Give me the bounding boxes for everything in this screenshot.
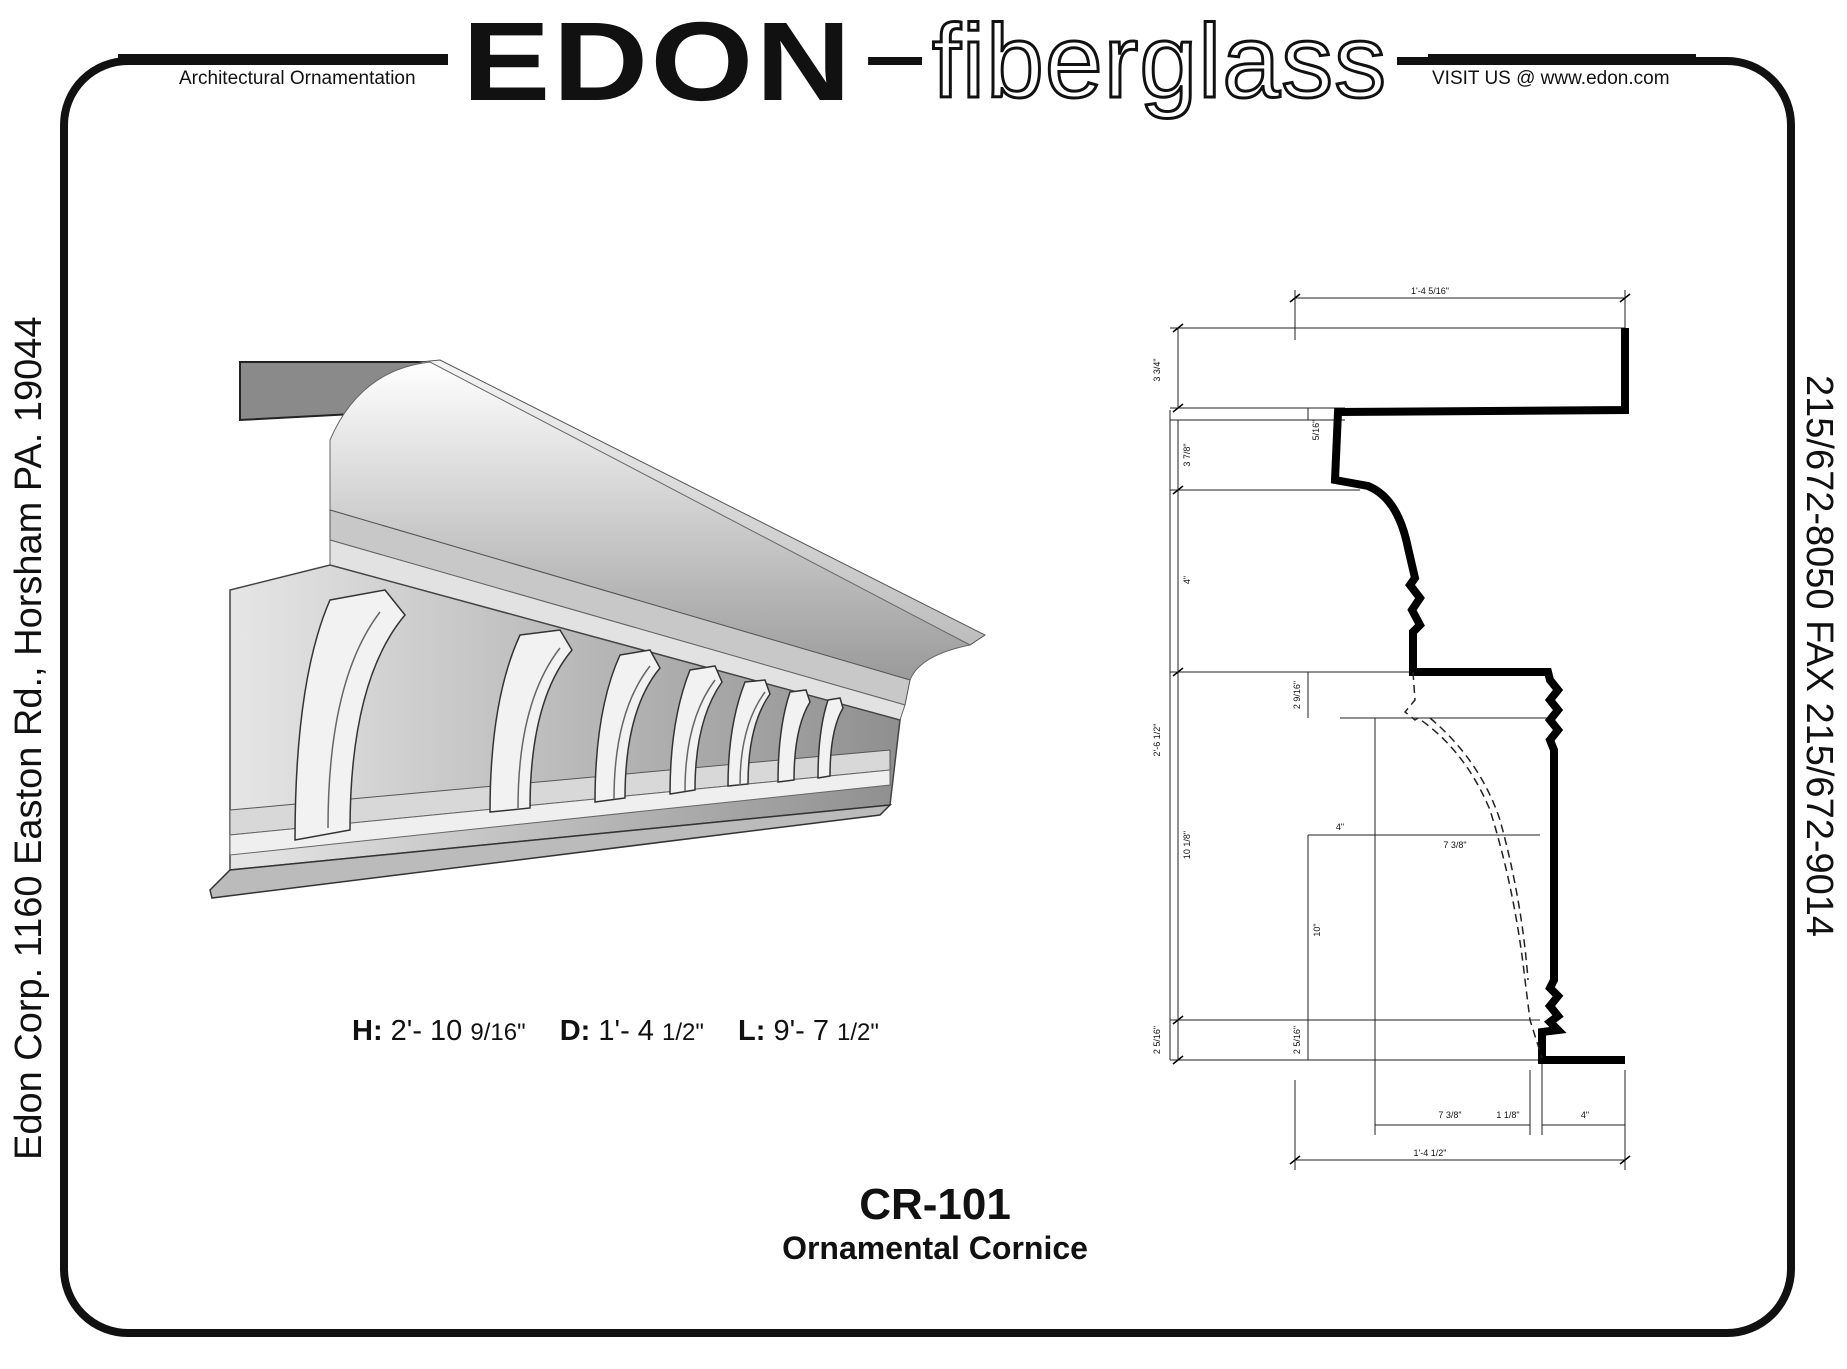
dim-label: 2 5/16" [1152, 1026, 1162, 1054]
depth-fraction: 1/2" [661, 1019, 704, 1046]
height-fraction: 9/16" [470, 1019, 526, 1046]
cornice-profile-drawing: 1'-4 5/16" 1'-4 1/2" 2'-6 1/2" 3 3/4" 3 … [1152, 286, 1631, 1170]
dim-label: 4" [1182, 576, 1192, 584]
dim-label: 10 1/8" [1182, 831, 1192, 859]
dim-label: 1 1/8" [1496, 1110, 1519, 1120]
dim-label: 7 3/8" [1438, 1110, 1461, 1120]
overall-height-label: 2'-6 1/2" [1152, 724, 1162, 757]
product-code: CR-101 [859, 1180, 1011, 1229]
header-rule-left [118, 54, 448, 60]
length-label: L: [738, 1015, 766, 1047]
dim-label: 2 9/16" [1292, 681, 1302, 709]
dim-label: 5/16" [1311, 420, 1321, 441]
phone-fax: 215/672-8050 FAX 215/672-9014 [1798, 375, 1840, 938]
product-dimensions: H: 2'- 10 9/16" D: 1'- 4 1/2" L: 9'- 7 1… [352, 1015, 879, 1048]
dim-label: 4" [1581, 1110, 1589, 1120]
cornice-rendering [209, 359, 986, 899]
dim-label: 3 3/4" [1152, 358, 1162, 381]
website-link[interactable]: VISIT US @ www.edon.com [1428, 68, 1674, 90]
depth-value: 1'- 4 [598, 1015, 654, 1047]
height-value: 2'- 10 [390, 1015, 463, 1047]
brand-logo-fiberglass: fiberglass [922, 9, 1398, 116]
top-width-label: 1'-4 5/16" [1411, 286, 1449, 296]
dim-label: 7 3/8" [1443, 840, 1466, 850]
length-value: 9'- 7 [773, 1015, 829, 1047]
bottom-width-label: 1'-4 1/2" [1414, 1148, 1447, 1158]
dim-label: 3 7/8" [1182, 443, 1192, 466]
height-label: H: [352, 1015, 383, 1047]
dim-label: 4" [1336, 822, 1344, 832]
dim-label: 10" [1312, 923, 1322, 936]
dim-label: 2 5/16" [1292, 1026, 1302, 1054]
header-rule-right [1428, 54, 1696, 60]
depth-label: D: [559, 1015, 591, 1047]
product-name: Ornamental Cornice [782, 1230, 1088, 1266]
brand-logo-edon: EDON [448, 6, 868, 118]
company-address: Edon Corp. 1160 Easton Rd., Horsham PA. … [8, 316, 50, 1160]
header-tagline: Architectural Ornamentation [175, 68, 420, 90]
length-fraction: 1/2" [837, 1019, 879, 1046]
